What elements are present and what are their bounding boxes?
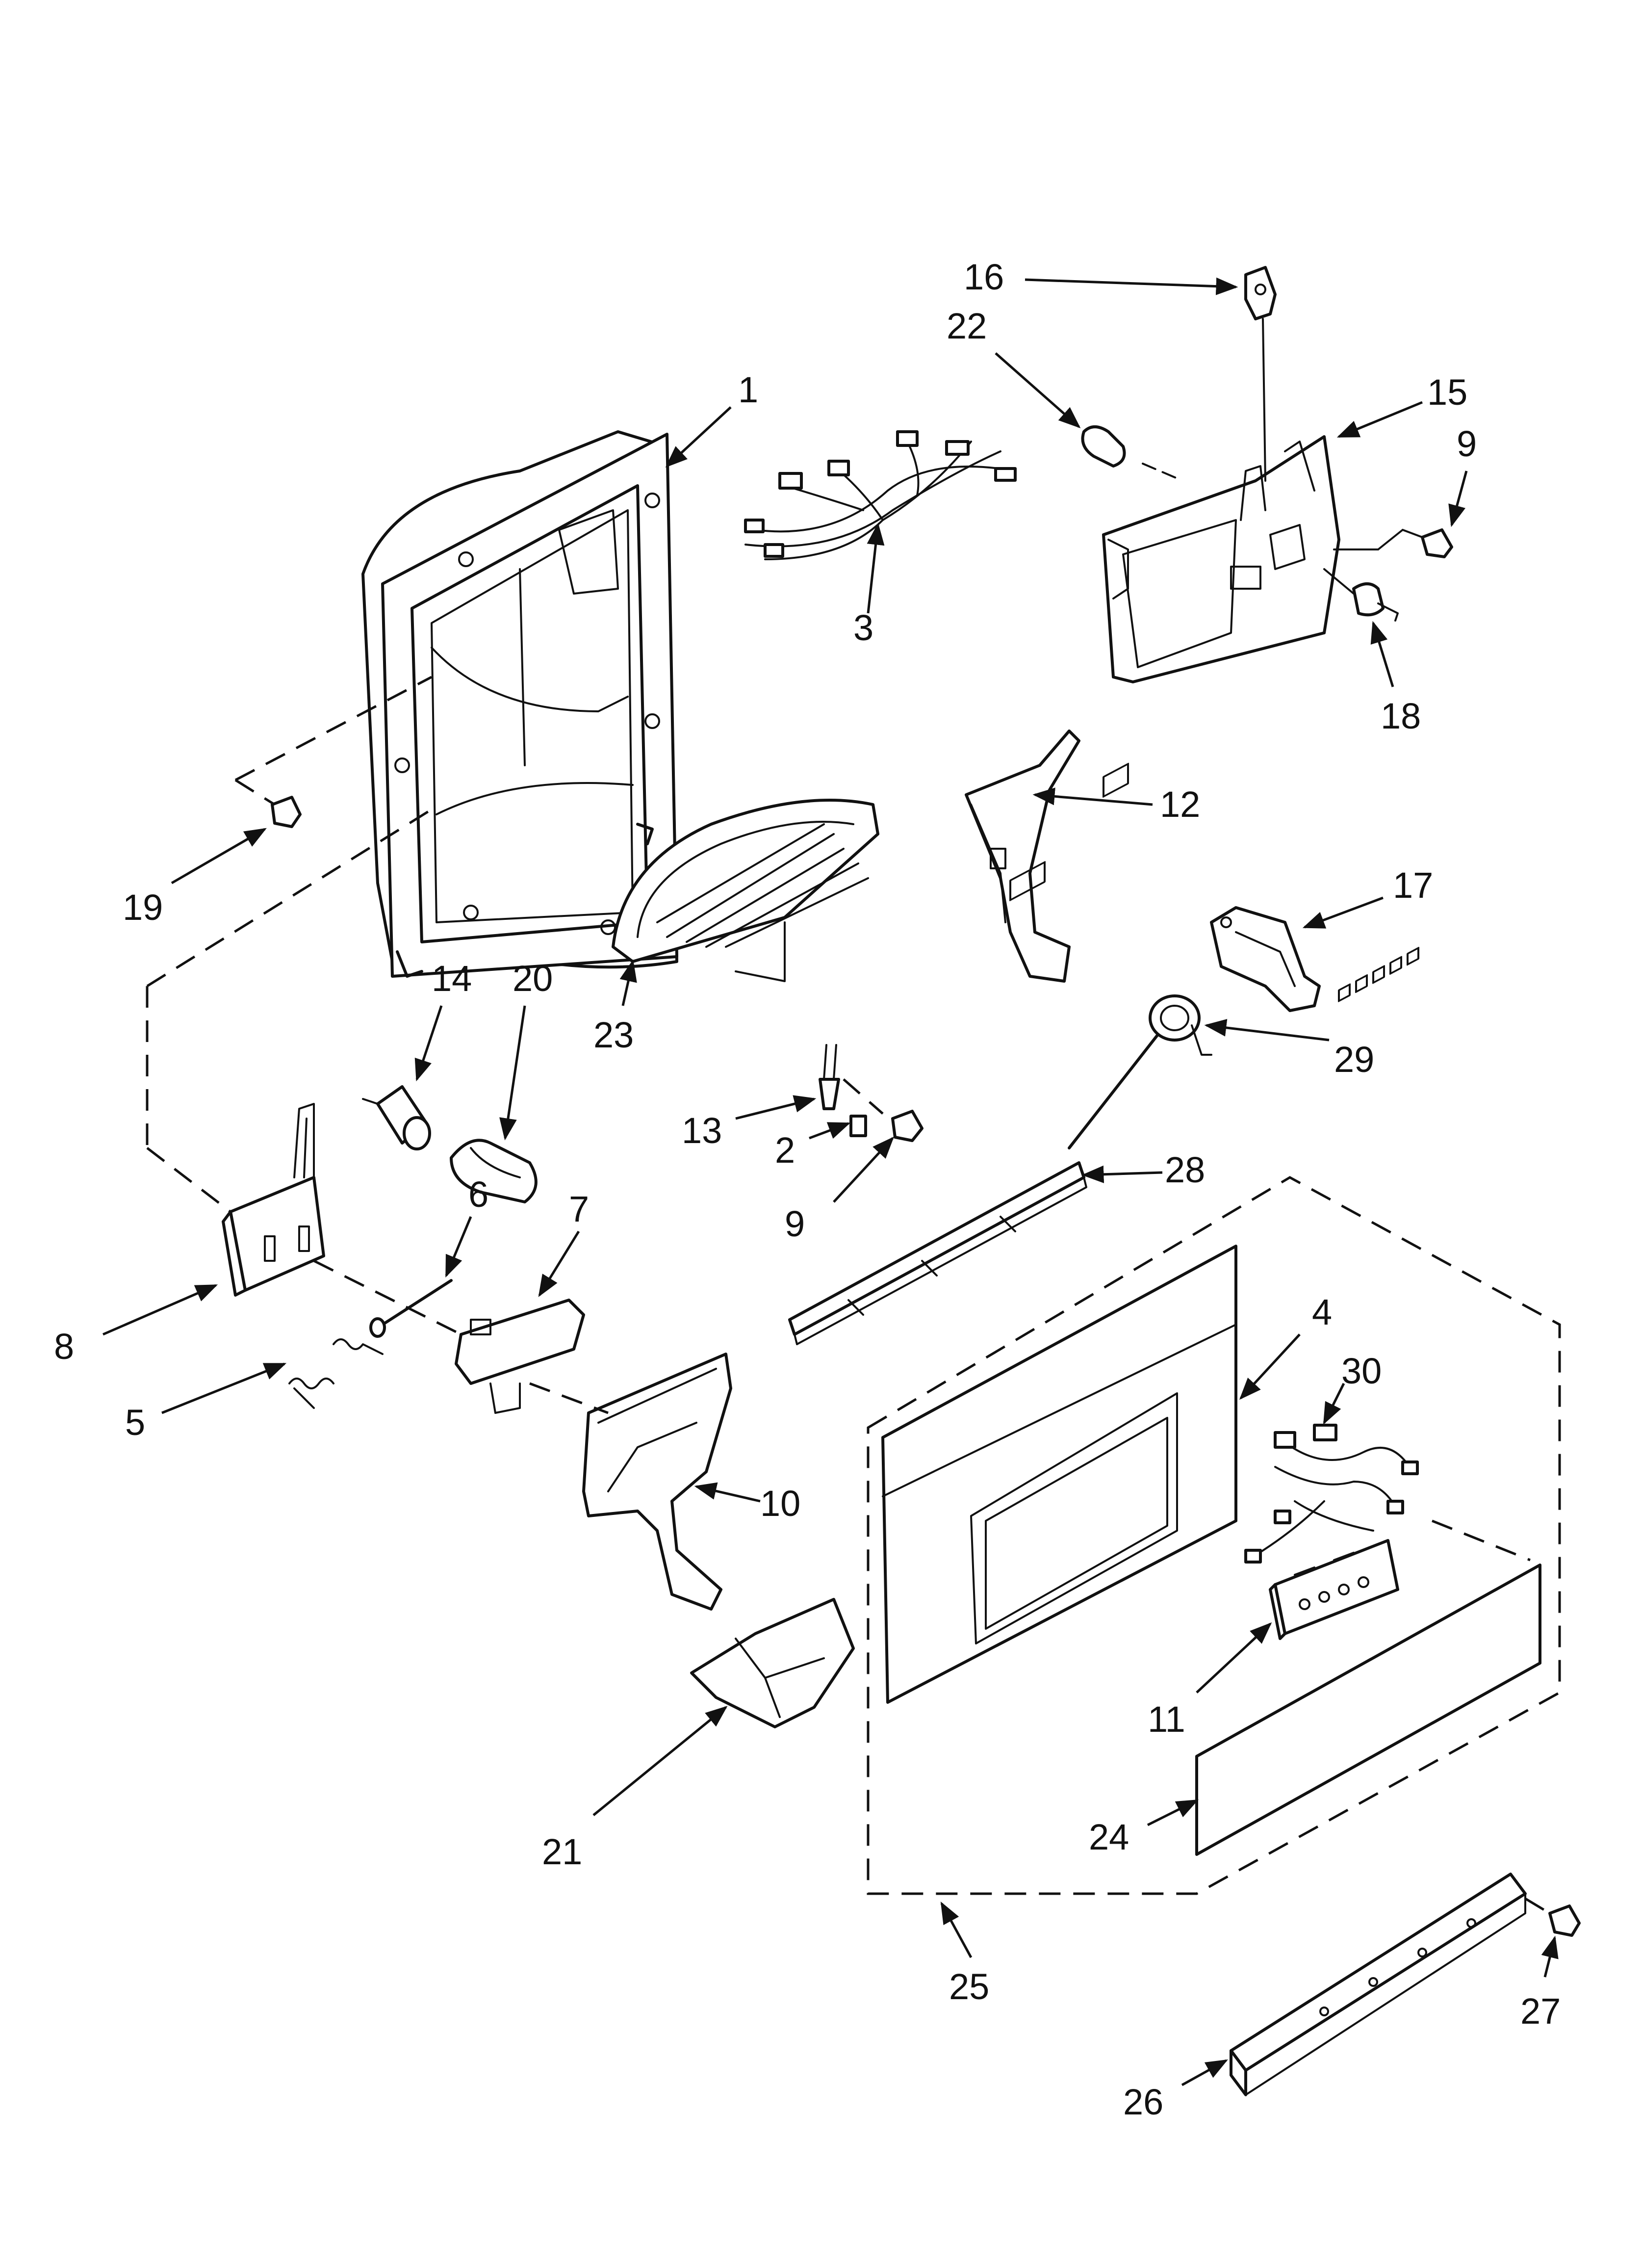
callout-10: 10 <box>760 1483 800 1524</box>
part-13-clip <box>819 1044 840 1110</box>
part-15-bracket <box>1102 435 1340 683</box>
part-11-control-board <box>1269 1539 1399 1640</box>
part-16-switch <box>1244 266 1277 482</box>
part-30-harness <box>1244 1424 1419 1564</box>
callout-25: 25 <box>949 1966 989 2007</box>
callout-13: 13 <box>682 1110 722 1151</box>
part-4-panel <box>881 762 1237 1704</box>
callout-22: 22 <box>947 306 987 346</box>
callout-12: 12 <box>1160 784 1200 825</box>
part-14-motor <box>362 1085 431 1150</box>
part-10-lever <box>582 1353 732 1611</box>
callout-27: 27 <box>1520 1991 1561 2032</box>
part-20-cover <box>450 1139 538 1203</box>
part-3-wire-harness <box>744 430 1017 560</box>
callout-9b: 9 <box>785 1203 805 1244</box>
callout-17: 17 <box>1393 865 1433 906</box>
part-28-strip <box>788 1161 1087 1345</box>
callout-5: 5 <box>125 1402 145 1443</box>
callout-1: 1 <box>738 369 758 410</box>
callout-9a: 9 <box>1457 423 1477 464</box>
callout-labels: 1 2 3 4 5 6 7 8 9 9 10 11 12 13 14 15 16… <box>54 257 1561 2122</box>
part-6-pin <box>369 1279 453 1338</box>
part-2-clip <box>849 1115 867 1137</box>
callout-19: 19 <box>123 887 163 928</box>
callout-8: 8 <box>54 1326 74 1367</box>
callout-4: 4 <box>1312 1292 1332 1332</box>
part-9-screw-upper <box>1333 528 1453 558</box>
part-24-overlay <box>1195 947 1541 1856</box>
callout-24: 24 <box>1089 1817 1129 1857</box>
callout-7: 7 <box>569 1189 589 1229</box>
callout-11: 11 <box>1148 1699 1185 1740</box>
callout-23: 23 <box>593 1015 634 1055</box>
callout-6: 6 <box>468 1174 488 1215</box>
part-25-assembly-outline <box>867 1176 1561 1895</box>
callout-21: 21 <box>542 1831 582 1872</box>
part-1-housing <box>361 430 678 978</box>
callout-2: 2 <box>775 1130 795 1171</box>
part-9-screw-lower <box>843 1078 924 1142</box>
part-17-bracket <box>1210 906 1321 1012</box>
leader-lines <box>103 277 1559 2086</box>
callout-15: 15 <box>1427 372 1467 413</box>
part-29-solenoid <box>1068 994 1212 1149</box>
part-7-hinge <box>455 1299 585 1414</box>
part-18-lamp-socket <box>1323 568 1399 622</box>
part-12-paddle <box>965 730 1080 983</box>
part-23-grille <box>612 799 879 982</box>
part-27-screw <box>1524 1897 1581 1937</box>
callout-26: 26 <box>1123 2082 1163 2122</box>
part-8-block <box>222 1103 325 1297</box>
part-22-bulb <box>1081 425 1178 479</box>
callout-14: 14 <box>432 958 472 999</box>
callout-16: 16 <box>964 257 1004 297</box>
part-21-chute <box>690 1598 855 1728</box>
part-26-rail <box>1230 1873 1527 2096</box>
callout-30: 30 <box>1341 1351 1382 1391</box>
callout-29: 29 <box>1334 1039 1374 1080</box>
part-19-screw <box>234 676 433 828</box>
callout-3: 3 <box>853 607 873 648</box>
callout-18: 18 <box>1381 696 1421 736</box>
callout-28: 28 <box>1165 1149 1205 1190</box>
part-5-spring <box>288 1338 384 1409</box>
callout-20: 20 <box>513 958 553 999</box>
